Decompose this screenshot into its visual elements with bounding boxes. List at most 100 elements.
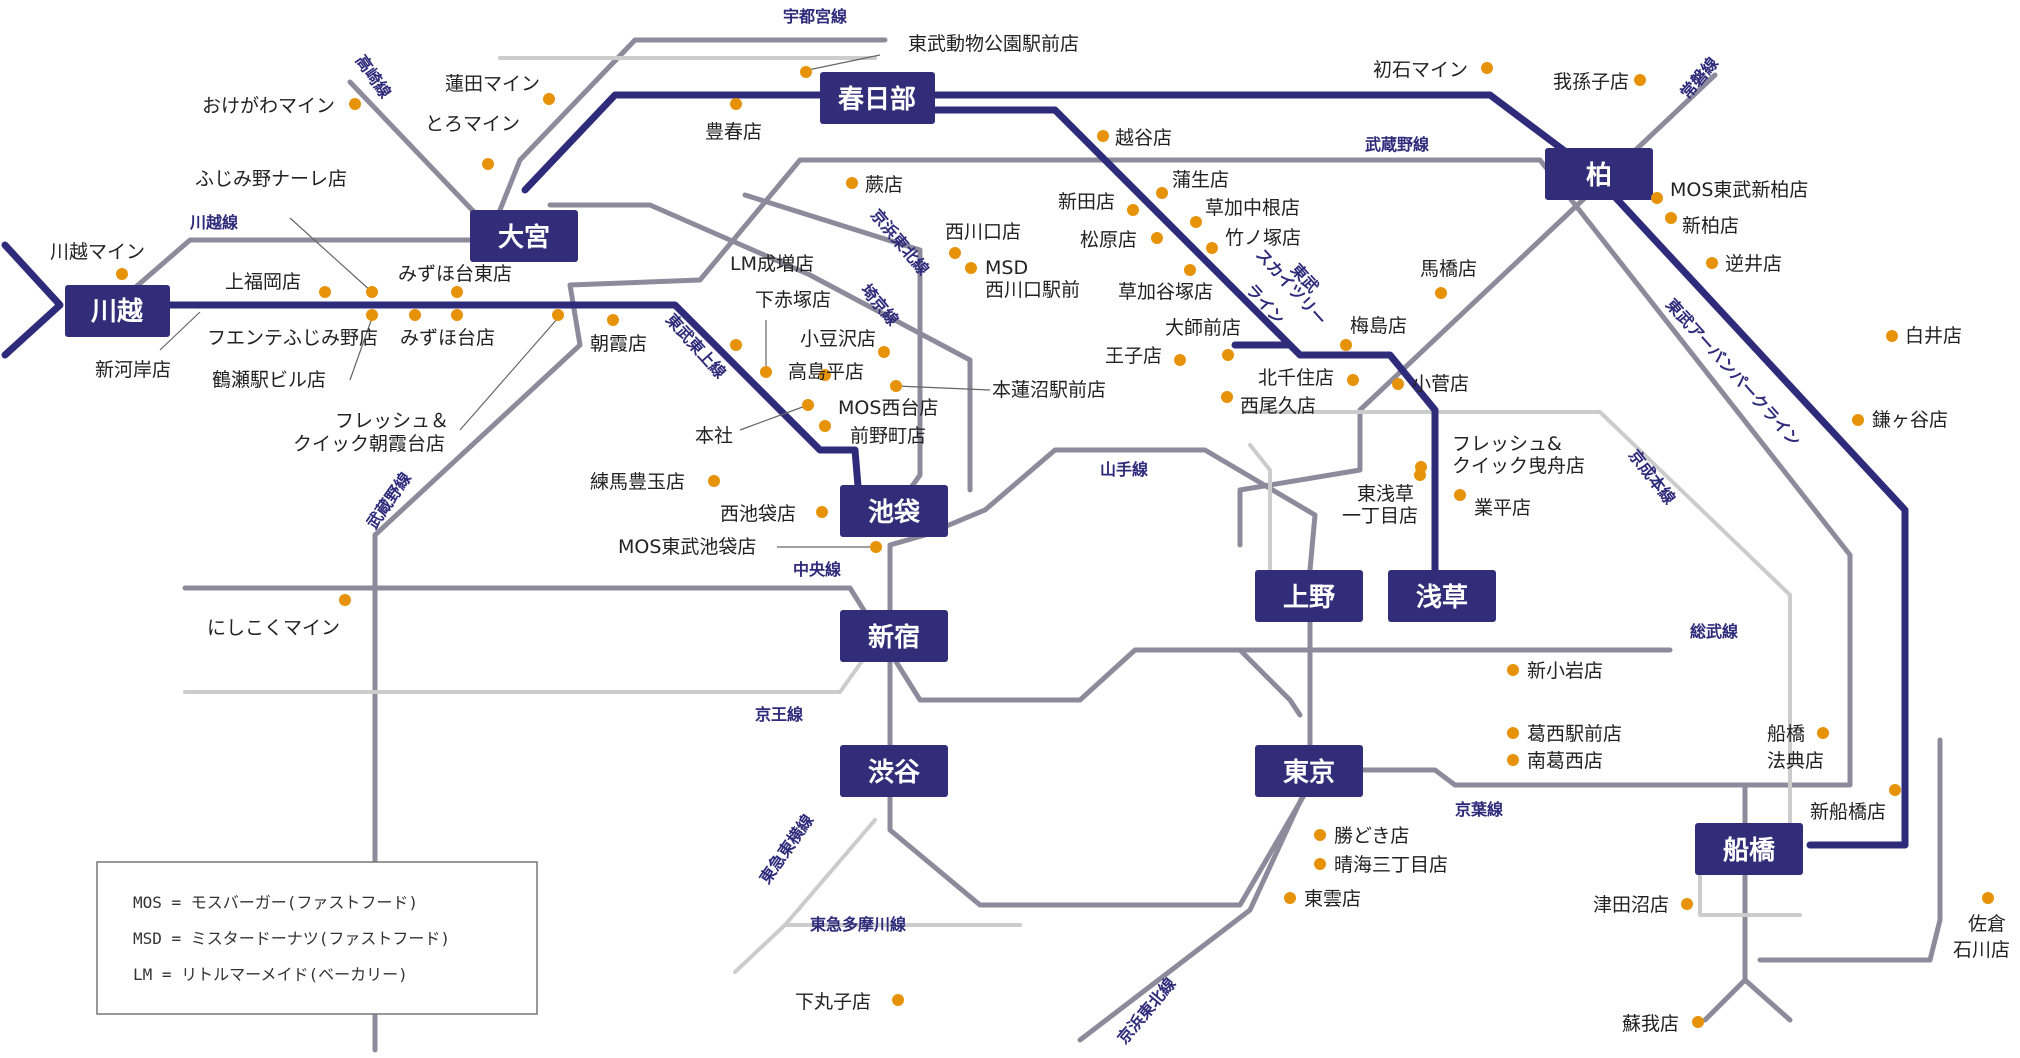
store-label: 蕨店 [865,174,903,196]
store-label: クイック朝霞台店 [293,433,445,455]
tokyu-toyoko-line [733,818,877,974]
store-label: とろマイン [425,113,520,135]
store-label: 朝霞店 [590,333,647,355]
store-label: 豊春店 [705,121,762,143]
keihin-tohoku-east [1237,647,1303,718]
omiya-saikyo-line [547,202,973,493]
joban-line [1237,72,1718,548]
store-label: 練馬豊玉店 [590,471,685,493]
store-label: みずほ台東店 [398,263,512,285]
store-label: 南葛西店 [1527,750,1603,772]
store-label: フエンテふじみ野店 [207,327,378,349]
line-label-keihin-north: 京浜東北線 [867,205,933,279]
hub-ueno[interactable]: 上野 [1255,570,1363,622]
line-label-chuo: 中央線 [793,560,841,579]
store-label: 津田沼店 [1593,894,1669,916]
store-label: 北千住店 [1258,367,1334,389]
store-label: 下赤塚店 [755,289,831,311]
store-label: 西川口駅前 [985,279,1080,301]
keiyo-line [1742,977,1793,1023]
hub-label: 船橋 [1723,835,1776,866]
store-label: 晴海三丁目店 [1334,854,1448,876]
line-label-keio: 京王線 [755,705,803,724]
store-label: 本社 [695,425,733,447]
line-label-keihin-south: 京浜東北線 [1114,974,1180,1048]
store-label: 船橋 [1767,723,1805,745]
utsunomiya-line [497,37,888,213]
hub-tokyo[interactable]: 東京 [1255,745,1363,797]
hub-ikebukuro[interactable]: 池袋 [840,485,948,537]
tobu-skytree-line [926,106,1439,574]
store-label: 小豆沢店 [800,328,876,350]
store-label: 蓮田マイン [445,73,540,95]
hub-label: 春日部 [838,85,916,115]
hub-kawagoe[interactable]: 川越 [65,285,170,337]
store-label: MOS東武池袋店 [618,536,756,558]
hub-asakusa[interactable]: 浅草 [1388,570,1496,622]
musashino-line [372,157,1853,1053]
tobu-lines [1,91,1909,849]
chuo-line [182,585,1673,703]
store-label: MOS西台店 [838,397,938,419]
store-label: 新田店 [1058,191,1115,213]
hub-kasukabe[interactable]: 春日部 [820,72,935,124]
line-label-utsunomiya: 宇都宮線 [783,7,847,26]
store-label: 高島平店 [788,361,864,383]
store-label: 大師前店 [1165,317,1241,339]
store-label: 新河岸店 [95,359,171,381]
store-label: 石川店 [1953,939,2010,961]
store-label: 西川口店 [945,221,1021,243]
hub-label: 東京 [1283,757,1335,788]
store-label: 草加谷塚店 [1118,281,1213,303]
tobu-tojo-main [106,301,864,514]
store-label: MOS東武新柏店 [1670,179,1808,201]
store-label: みずほ台店 [400,327,495,349]
store-label: 新柏店 [1682,215,1739,237]
store-dots [116,62,1994,1028]
light-line-ueno [1248,443,1272,572]
hub-shinjuku[interactable]: 新宿 [840,610,948,662]
store-label: 東武動物公園駅前店 [908,33,1079,55]
line-label-musashino-north: 武蔵野線 [1365,135,1429,154]
store-label: MSD [985,257,1028,279]
line-label-keisei: 京成本線 [1625,446,1679,508]
store-label: 梅島店 [1350,315,1407,337]
hub-label: 川越 [91,297,144,327]
store-label: 我孫子店 [1553,71,1629,93]
store-label: 東雲店 [1304,888,1361,910]
line-label-urban-park: 東武アーバンパークライン [1662,295,1804,450]
store-label: LM成増店 [730,253,814,275]
store-label: 上福岡店 [225,271,301,293]
store-label: 新小岩店 [1527,660,1603,682]
store-label: 越谷店 [1115,127,1172,149]
store-label: 前野町店 [850,425,926,447]
store-label: 小菅店 [1412,373,1469,395]
store-label: おけがわマイン [202,95,335,117]
takasaki-line [347,79,478,216]
store-label: 鶴瀬駅ビル店 [212,369,326,391]
hub-shibuya[interactable]: 渋谷 [840,745,948,797]
legend-item: MSD = ミスタードーナツ(ファストフード) [133,929,450,948]
store-label: 草加中根店 [1205,197,1300,219]
store-label: 西尾久店 [1240,395,1316,417]
keio-line [183,648,872,694]
line-label-kawagoe: 川越線 [189,213,238,232]
hub-omiya[interactable]: 大宮 [470,210,578,262]
store-label: 馬橋店 [1420,258,1477,280]
store-label: ふじみ野ナーレ店 [195,168,347,190]
hub-funabashi[interactable]: 船橋 [1695,823,1803,875]
hub-label: 上野 [1283,583,1335,613]
keihin-tohoku-south [1077,567,1313,1043]
store-label: 新船橋店 [1810,801,1886,823]
store-label: 西池袋店 [720,503,796,525]
store-label: 鎌ヶ谷店 [1872,409,1948,431]
sobu-line [1307,767,1748,1023]
store-label: 蘇我店 [1622,1013,1679,1035]
hub-kashiwa[interactable]: 柏 [1545,148,1653,200]
hub-label: 大宮 [498,222,550,253]
store-label: 王子店 [1105,345,1162,367]
store-label: 初石マイン [1373,59,1468,81]
store-label: 逆井店 [1725,253,1782,275]
store-labels: 東武動物公園駅前店 蓮田マイン おけがわマイン とろマイン 豊春店 初石マイン … [50,33,2010,1035]
